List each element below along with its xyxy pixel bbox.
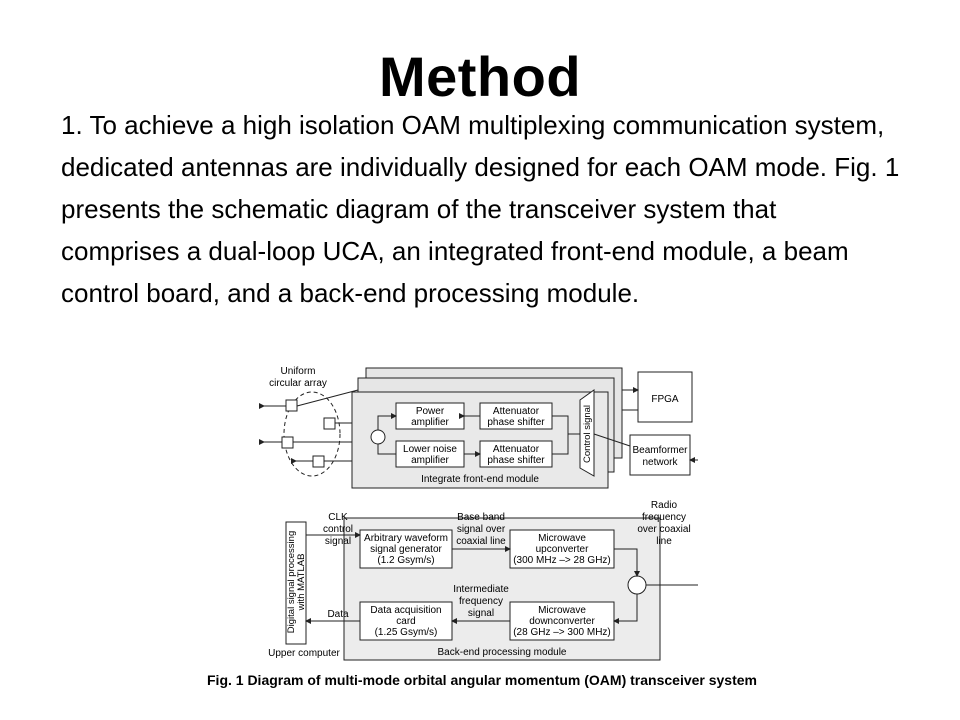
uca-element-4 xyxy=(312,455,325,468)
radio-label-1: Radio xyxy=(651,500,678,511)
uca-element-2 xyxy=(323,417,336,430)
upper-computer-label: Upper computer xyxy=(268,648,340,659)
mw-down-box xyxy=(509,601,615,641)
daq-label-1: Data acquisition xyxy=(370,605,441,616)
awg-box xyxy=(359,529,453,569)
baseband-label-2: signal over xyxy=(457,524,506,535)
fpga-box xyxy=(637,371,693,423)
radio-label-4: line xyxy=(656,536,672,547)
uca-label-1: Uniform xyxy=(280,366,315,377)
daq-box xyxy=(359,601,453,641)
mw-up-label-1: Microwave xyxy=(538,533,586,544)
fpga-label: FPGA xyxy=(651,394,679,405)
data-label: Data xyxy=(327,609,349,620)
slide-body-text: 1. To achieve a high isolation OAM multi… xyxy=(61,110,900,308)
awg-label-3: (1.2 Gsym/s) xyxy=(377,555,434,566)
if-label-3: signal xyxy=(468,608,494,619)
mw-down-label-1: Microwave xyxy=(538,605,586,616)
baseband-label-1: Base band xyxy=(457,512,505,523)
beamformer-label-2: network xyxy=(642,457,678,468)
control-signal-label: Control signal xyxy=(582,405,593,463)
beamformer-box xyxy=(629,434,691,476)
att-tx-label-2: phase shifter xyxy=(487,417,545,428)
daq-label-2: card xyxy=(396,616,415,627)
pa-label-2: amplifier xyxy=(411,417,449,428)
mw-down-label-3: (28 GHz –> 300 MHz) xyxy=(513,627,611,638)
pa-label-1: Power xyxy=(416,406,445,417)
clk-label-1: CLK xyxy=(328,512,348,523)
transceiver-diagram: Uniform circular array Power amplifier L… xyxy=(259,366,698,661)
mw-up-label-3: (300 MHz –> 28 GHz) xyxy=(513,555,611,566)
if-label-1: Intermediate xyxy=(453,584,509,595)
clk-label-2: control xyxy=(323,524,353,535)
att-rx-label-2: phase shifter xyxy=(487,455,545,466)
mw-down-label-2: downconverter xyxy=(529,616,595,627)
if-label-2: frequency xyxy=(459,596,503,607)
slide-title: Method xyxy=(378,45,582,108)
figure-caption: Fig. 1 Diagram of multi-mode orbital ang… xyxy=(207,672,757,688)
lna-label-1: Lower noise xyxy=(403,444,457,455)
awg-label-1: Arbitrary waveform xyxy=(364,533,448,544)
uca-label-2: circular array xyxy=(269,378,327,389)
frontend-circulator xyxy=(370,429,386,445)
backend-label: Back-end processing module xyxy=(438,647,567,658)
backend-circulator xyxy=(627,575,647,595)
baseband-label-3: coaxial line xyxy=(456,536,506,547)
control-signal-bar xyxy=(579,389,595,477)
radio-label-2: frequency xyxy=(642,512,686,523)
att-rx-label-1: Attenuator xyxy=(493,444,540,455)
mw-up-label-2: upconverter xyxy=(536,544,589,555)
radio-label-3: over coaxial xyxy=(637,524,690,535)
uca-element-1 xyxy=(285,399,298,412)
frontend-label: Integrate front-end module xyxy=(421,474,539,485)
lna-box xyxy=(395,440,465,468)
dsp-label-1: Digital signal processing xyxy=(286,531,297,633)
uca-element-3 xyxy=(281,436,294,449)
daq-label-3: (1.25 Gsym/s) xyxy=(375,627,438,638)
clk-label-3: signal xyxy=(325,536,351,547)
lna-label-2: amplifier xyxy=(411,455,449,466)
dsp-label-2: with MATLAB xyxy=(296,554,307,612)
awg-label-2: signal generator xyxy=(370,544,442,555)
att-tx-label-1: Attenuator xyxy=(493,406,540,417)
beamformer-label-1: Beamformer xyxy=(632,445,688,456)
dsp-box xyxy=(285,521,307,645)
uca-ring xyxy=(283,391,341,477)
